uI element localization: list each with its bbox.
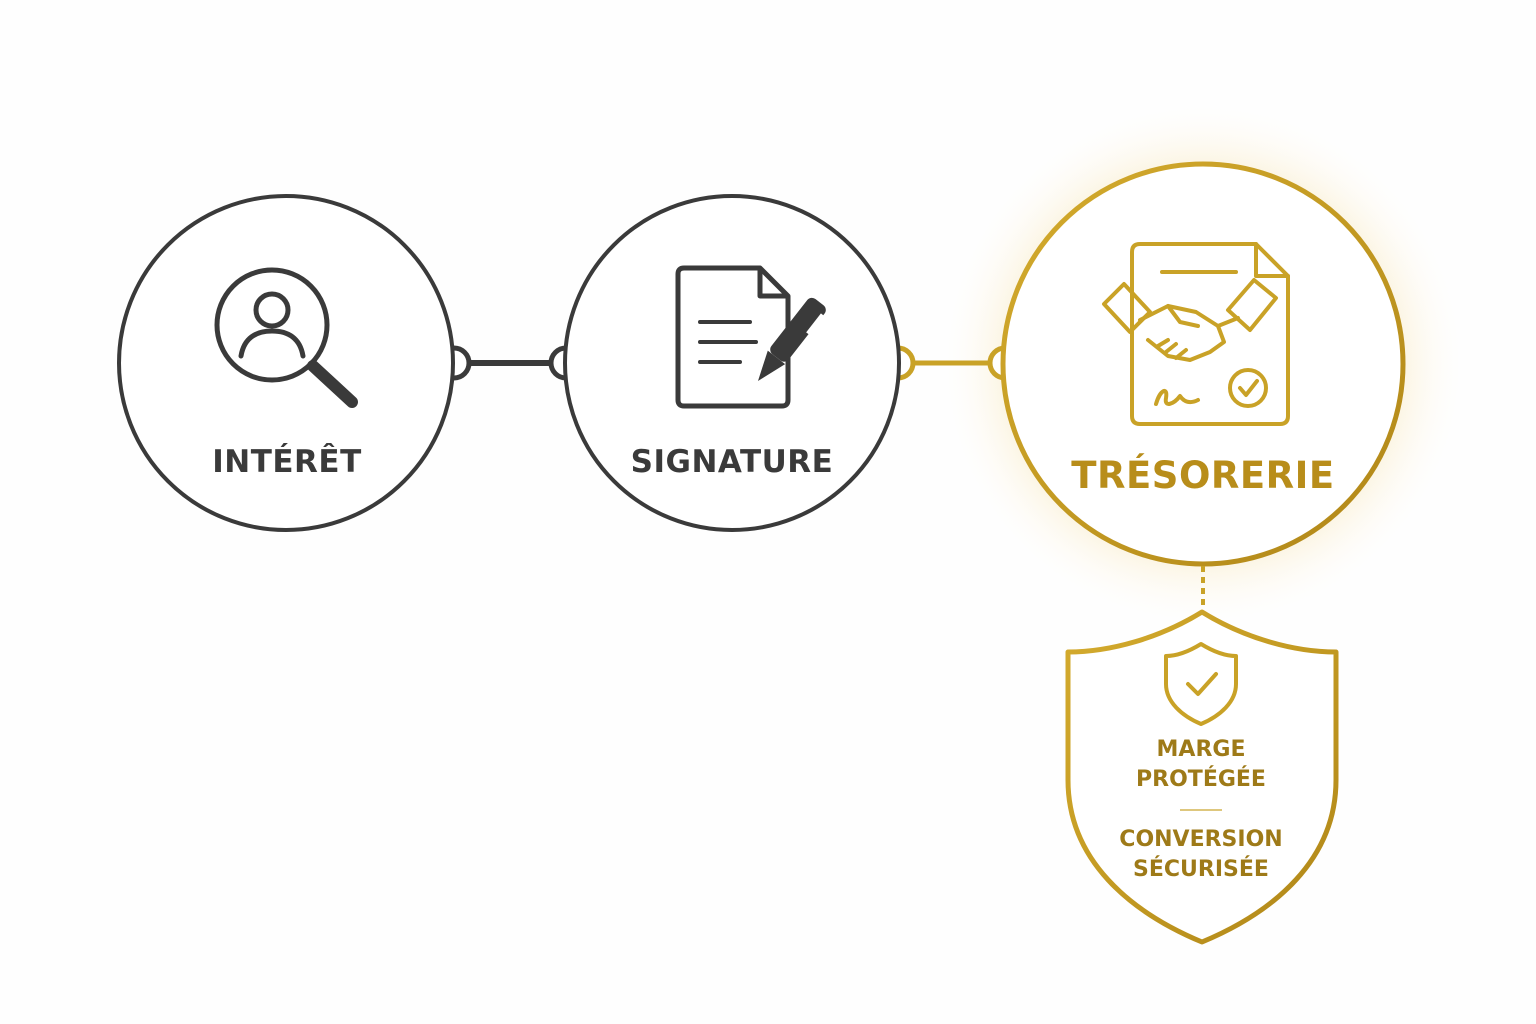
shield-text-marge: MARGE PROTÉGÉE [1136,735,1266,795]
document-pen-icon [675,265,826,409]
step-circle-tresorerie [1000,161,1406,567]
step-label-signature: SIGNATURE [630,444,834,480]
handshake-contract-icon [1102,242,1290,426]
shield-check-icon [1164,642,1238,726]
shield-line-securisee: SÉCURISÉE [1133,857,1269,882]
shield-line-protegee: PROTÉGÉE [1136,767,1266,792]
step-label-interet: INTÉRÊT [212,444,362,480]
user-search-icon [214,267,358,408]
connector-interet-signature [436,345,584,381]
shield-line-conversion: CONVERSION [1119,827,1283,852]
shield-text-conversion: CONVERSION SÉCURISÉE [1119,825,1282,885]
shield-badge [1065,609,1339,945]
shield-line-marge: MARGE [1156,737,1246,762]
step-circle-interet [117,194,455,532]
step-label-tresorerie: TRÉSORERIE [1071,454,1335,497]
